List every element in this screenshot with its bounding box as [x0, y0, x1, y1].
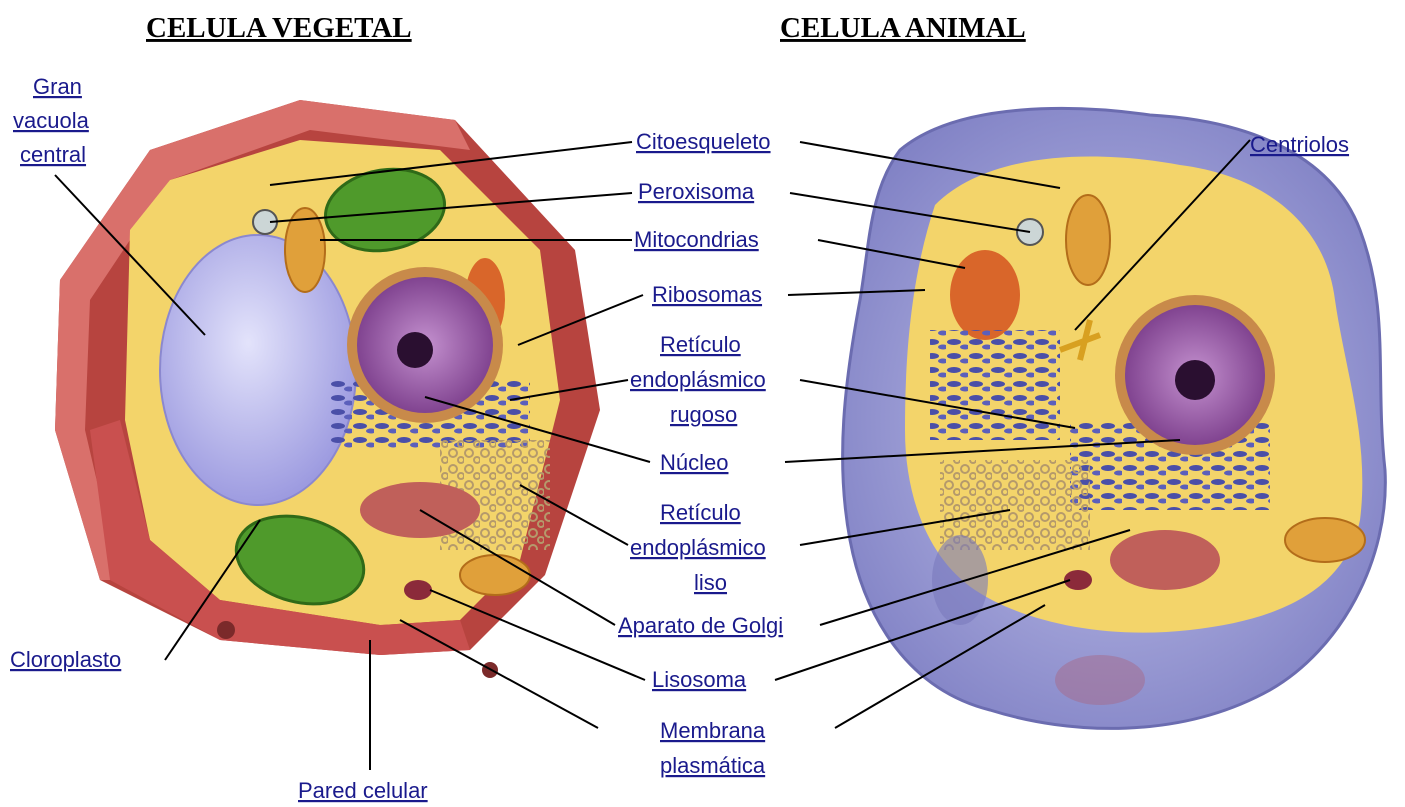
plasmodesma: [217, 621, 235, 639]
mitochondrion-animal-2: [950, 250, 1020, 340]
nucleolus-animal: [1175, 360, 1215, 400]
label-reticulo-liso-3: liso: [694, 570, 727, 595]
leader-membrana-plant: [400, 620, 598, 728]
mitochondrion-animal-3: [1285, 518, 1365, 562]
label-mask: [0, 605, 138, 645]
label-pared-celular: Pared celular: [298, 778, 428, 803]
plant-cell-illustration: [55, 100, 600, 678]
label-citoesqueleto: Citoesqueleto: [636, 129, 771, 154]
label-reticulo-liso-1: Retículo: [660, 500, 741, 525]
animal-cell-illustration: [843, 108, 1386, 728]
rough-er-animal: [930, 330, 1060, 440]
label-gran: Gran: [33, 74, 82, 99]
mitochondrion-animal: [1066, 195, 1110, 285]
mitochondrion-plant-2: [460, 555, 530, 595]
animal-cell-title: CELULA ANIMAL: [780, 12, 1026, 44]
label-cloroplasto: Cloroplasto: [10, 647, 121, 672]
label-nucleo: Núcleo: [660, 450, 728, 475]
label-reticulo-rugoso-1: Retículo: [660, 332, 741, 357]
label-central: central: [20, 142, 86, 167]
label-membrana-1: Membrana: [660, 718, 766, 743]
label-mitocondrias: Mitocondrias: [634, 227, 759, 252]
plant-cell-title: CELULA VEGETAL: [146, 12, 412, 44]
label-ribosomas: Ribosomas: [652, 282, 762, 307]
membrane-blob-2: [1055, 655, 1145, 705]
label-centriolos: Centriolos: [1250, 132, 1349, 157]
central-vacuole: [160, 235, 356, 505]
label-aparato-golgi: Aparato de Golgi: [618, 613, 783, 638]
label-reticulo-rugoso-3: rugoso: [670, 402, 737, 427]
label-reticulo-liso-2: endoplásmico: [630, 535, 766, 560]
label-vacuola: vacuola: [13, 108, 90, 133]
label-peroxisoma: Peroxisoma: [638, 179, 755, 204]
nucleolus-plant: [397, 332, 433, 368]
lysosome-plant: [404, 580, 432, 600]
golgi-animal: [1110, 530, 1220, 590]
label-lisosoma: Lisosoma: [652, 667, 747, 692]
label-reticulo-rugoso-2: endoplásmico: [630, 367, 766, 392]
label-membrana-2: plasmática: [660, 753, 766, 778]
